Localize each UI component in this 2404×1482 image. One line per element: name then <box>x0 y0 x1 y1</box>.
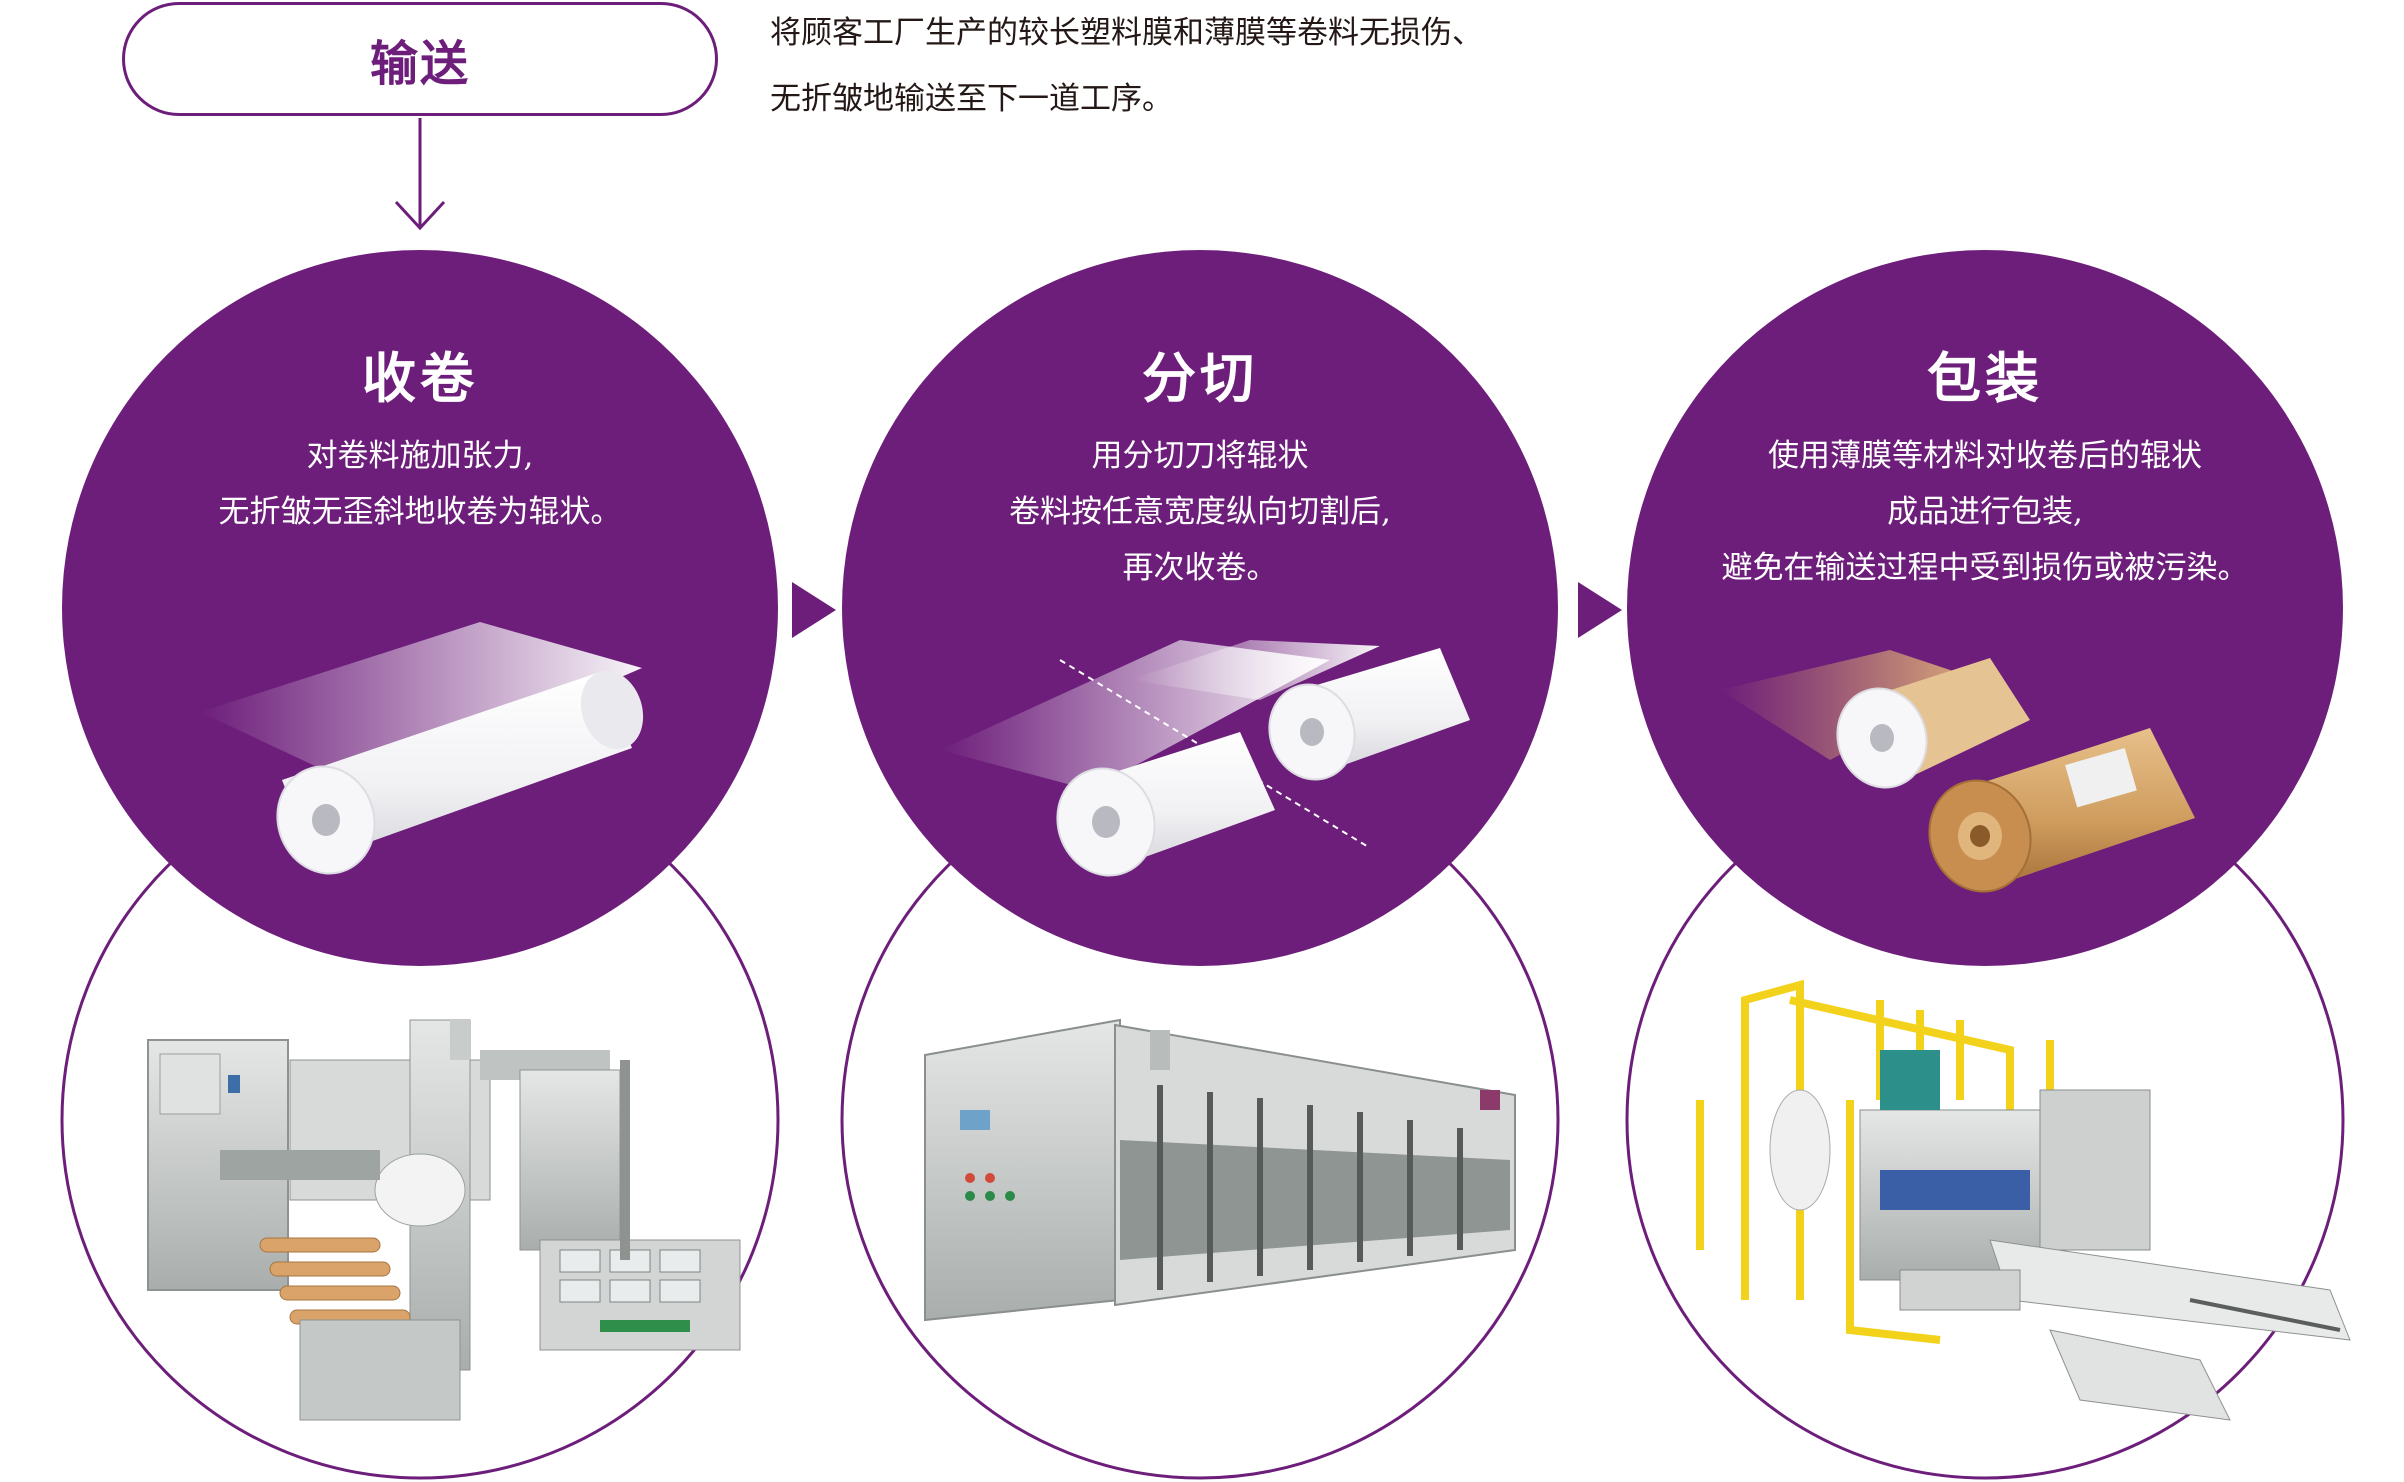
step-desc-winding-line-2: 无折皱无歪斜地收卷为辊状。 <box>218 494 622 530</box>
step-desc-slitting-line-2: 卷料按任意宽度纵向切割后, <box>1009 494 1391 530</box>
step-desc-winding-line-1: 对卷料施加张力, <box>306 438 534 474</box>
transport-label-pill: 输送 <box>122 2 718 116</box>
intro-line-1: 将顾客工厂生产的较长塑料膜和薄膜等卷料无损伤、 <box>770 15 1483 51</box>
step-desc-slitting: 用分切刀将辊状 卷料按任意宽度纵向切割后, 再次收卷。 <box>820 428 1580 596</box>
step-desc-winding: 对卷料施加张力, 无折皱无歪斜地收卷为辊状。 <box>40 428 800 540</box>
slitting-machine-photo <box>924 1018 1516 1322</box>
step-title-winding: 收卷 <box>362 346 478 410</box>
film-roll-icon <box>200 622 644 875</box>
step-desc-packaging-line-2: 成品进行包装, <box>1887 494 2083 530</box>
step-desc-packaging-line-3: 避免在输送过程中受到损伤或被污染。 <box>1721 550 2249 586</box>
intro-line-2: 无折皱地输送至下一道工序。 <box>770 81 1173 117</box>
intro-text: 将顾客工厂生产的较长塑料膜和薄膜等卷料无损伤、 无折皱地输送至下一道工序。 <box>770 0 1670 132</box>
step-circle-winding <box>62 250 778 966</box>
transport-label: 输送 <box>369 36 470 92</box>
next-arrow-icon-2 <box>1578 582 1622 638</box>
step-desc-slitting-line-3: 再次收卷。 <box>1122 550 1278 586</box>
step-title-slitting: 分切 <box>1142 346 1258 410</box>
packaging-machine-photo <box>1696 979 2351 1421</box>
slit-rolls-icon <box>940 640 1470 877</box>
step-desc-packaging-line-1: 使用薄膜等材料对收卷后的辊状 <box>1768 438 2202 474</box>
step-circle-slitting <box>842 250 1558 966</box>
step-desc-packaging: 使用薄膜等材料对收卷后的辊状 成品进行包装, 避免在输送过程中受到损伤或被污染。 <box>1605 428 2365 596</box>
down-arrow-icon <box>394 118 446 231</box>
step-title-packaging: 包装 <box>1927 346 2043 410</box>
step-desc-slitting-line-1: 用分切刀将辊状 <box>1091 438 1309 474</box>
winding-machine-photo <box>147 1019 741 1421</box>
next-arrow-icon-1 <box>792 582 836 638</box>
packaged-rolls-icon <box>1720 650 2195 893</box>
